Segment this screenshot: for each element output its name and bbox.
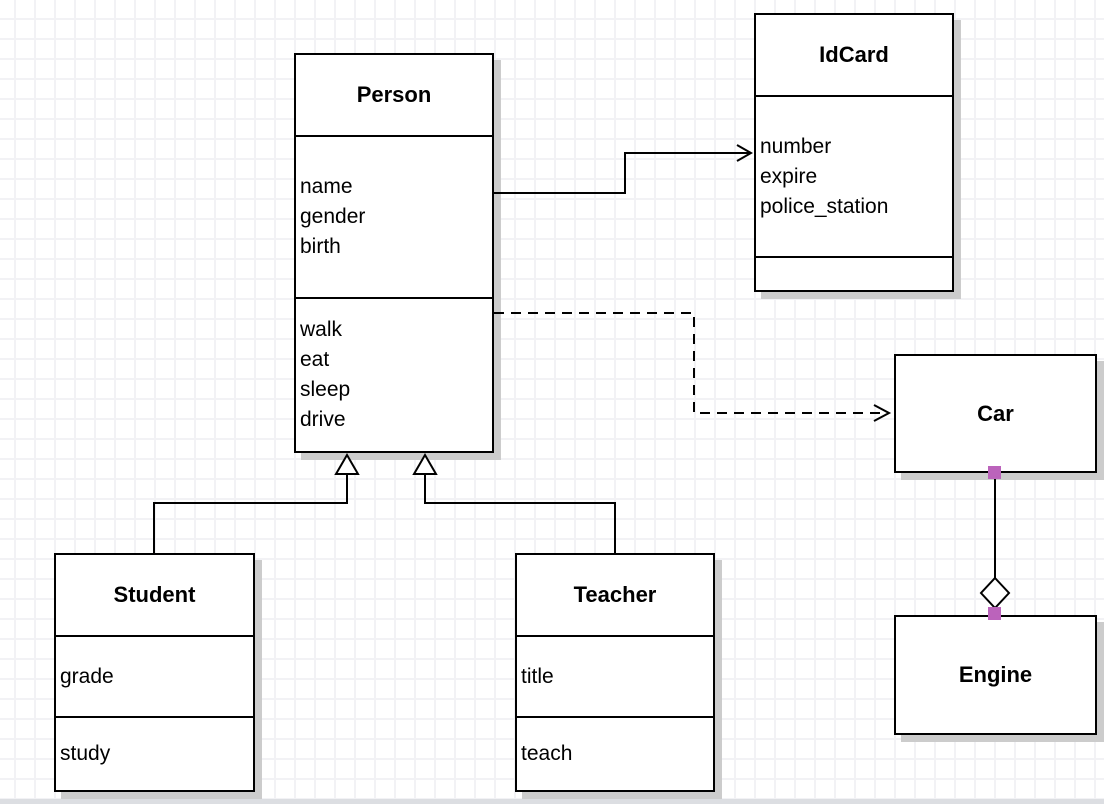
attributes-compartment-teacher: title — [517, 635, 713, 716]
method: eat — [300, 348, 330, 371]
edge-dependency-person-car[interactable] — [494, 312, 892, 422]
attributes-compartment-student: grade — [56, 635, 253, 716]
methods-compartment-person: walk eat sleep drive — [296, 297, 492, 451]
method: sleep — [300, 378, 351, 401]
attribute: title — [521, 664, 554, 688]
methods-compartment-student: study — [56, 716, 253, 790]
class-node-car[interactable]: Car — [894, 354, 1097, 473]
edge-generalization-student-person[interactable] — [153, 453, 360, 553]
canvas-bottom-edge — [0, 799, 1104, 804]
attribute: police_station — [760, 194, 889, 218]
attributes-compartment-person: name gender birth — [296, 135, 492, 297]
class-node-idcard[interactable]: IdCard number expire police_station — [754, 13, 954, 292]
attribute: grade — [60, 664, 114, 688]
hollow-triangle-icon — [334, 453, 360, 475]
class-title-teacher: Teacher — [573, 582, 657, 607]
attribute: expire — [760, 164, 818, 188]
method: drive — [300, 408, 346, 431]
methods-compartment-teacher: teach — [517, 716, 713, 790]
method: walk — [300, 318, 343, 341]
class-node-person[interactable]: Person name gender birth walk eat sleep … — [294, 53, 494, 453]
attributes-compartment-idcard: number expire police_station — [756, 95, 952, 256]
hollow-triangle-icon — [412, 453, 438, 475]
hollow-diamond-icon — [979, 576, 1011, 610]
open-arrow-icon — [873, 404, 892, 422]
class-node-teacher[interactable]: Teacher title teach — [515, 553, 715, 792]
methods-compartment-idcard — [756, 256, 952, 290]
class-title-car: Car — [977, 400, 1014, 426]
endpoint-handle[interactable] — [988, 607, 1001, 620]
attribute: gender — [300, 205, 366, 228]
class-title-student: Student — [113, 582, 196, 607]
method: teach — [521, 742, 573, 765]
edge-aggregation-car-engine[interactable] — [979, 466, 1011, 620]
class-title-idcard: IdCard — [819, 42, 889, 67]
open-arrow-icon — [736, 144, 754, 162]
attribute: birth — [300, 235, 341, 258]
endpoint-handle[interactable] — [988, 466, 1001, 479]
attribute: number — [760, 134, 832, 158]
attribute: name — [300, 175, 353, 198]
edge-generalization-teacher-person[interactable] — [412, 453, 616, 553]
class-title-person: Person — [356, 82, 432, 107]
class-node-student[interactable]: Student grade study — [54, 553, 255, 792]
edge-association-person-idcard[interactable] — [494, 144, 754, 194]
method: study — [60, 742, 111, 765]
class-node-engine[interactable]: Engine — [894, 615, 1097, 735]
class-title-engine: Engine — [958, 662, 1033, 687]
